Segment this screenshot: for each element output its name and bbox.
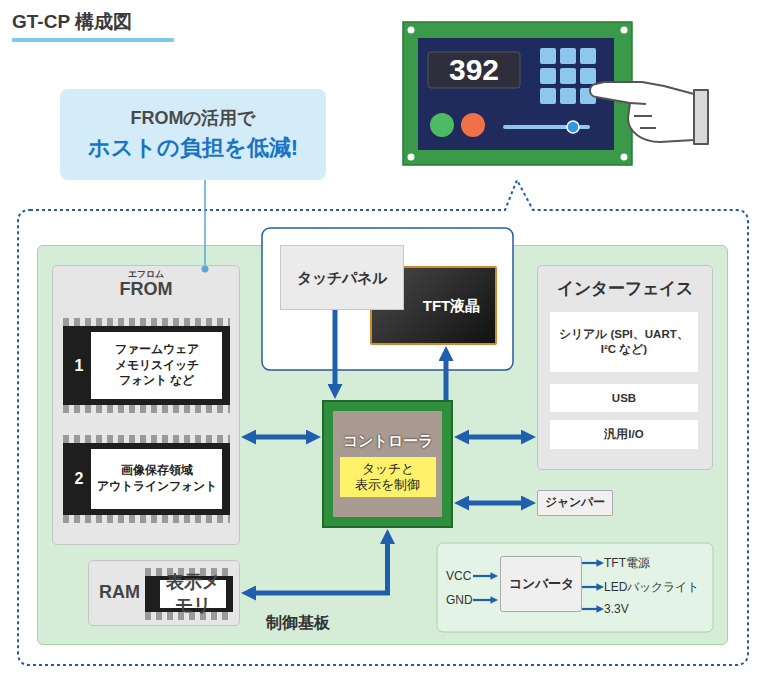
interface-box: インターフェイスシリアル (SPI、UART、I²C など) USB 汎用I/O <box>537 265 713 470</box>
node-title: シリアル (SPI、UART、I²C など) <box>553 327 695 357</box>
memory-chip: 2画像保存領域 アウトラインフォント <box>63 435 230 523</box>
interface-item: シリアル (SPI、UART、I²C など) <box>550 312 698 372</box>
title-underline <box>12 38 174 42</box>
callout-bubble: FROMの活用でホストの負担を低減! <box>60 89 326 180</box>
display-readout: 392 <box>428 52 520 88</box>
output-name: LEDバックライト <box>604 580 699 594</box>
data-arrow <box>466 501 524 506</box>
node-title: コンバータ <box>509 576 574 593</box>
node-body: 画像保存領域 アウトラインフォント <box>91 449 222 509</box>
from-box: エフロムFROM 1ファームウェア メモリスイッチ フォント など 2画像保存領域 … <box>52 265 240 545</box>
memory-chip: 1ファームウェア メモリスイッチ フォント など <box>63 318 230 413</box>
ram-box: RAM 表示メモリ <box>88 560 240 626</box>
signal-name: VCC <box>446 569 471 583</box>
node-title: 1 <box>71 357 87 375</box>
node-title: 汎用I/O <box>604 427 643 442</box>
signal-name: GND <box>446 593 473 607</box>
memory-chip: 表示メモリ <box>145 568 233 620</box>
output-name: TFT電源 <box>604 556 650 570</box>
node-title: FROMの活用で <box>131 107 256 130</box>
data-arrow <box>253 435 309 440</box>
touch-panel: タッチパネル <box>280 245 404 310</box>
node-title: USB <box>612 391 636 406</box>
data-arrow <box>466 435 524 440</box>
node-title: タッチパネル <box>297 268 387 288</box>
data-arrow <box>333 310 338 387</box>
node-title: コントローラ <box>343 431 433 451</box>
leader-line <box>204 180 206 265</box>
node-title: インターフェイス <box>557 278 693 300</box>
node-body: FROM <box>120 280 173 300</box>
node-title: TFT液晶 <box>423 296 481 316</box>
dotted-outline <box>18 180 748 665</box>
power-area <box>437 543 713 632</box>
node-title: RAM <box>99 581 140 604</box>
power-arrows <box>473 563 598 609</box>
interface-item: USB <box>550 384 698 412</box>
data-arrow <box>253 541 388 593</box>
display-unit-box <box>262 228 513 370</box>
converter-box: コンバータ <box>500 556 582 612</box>
page-title: GT-CP 構成図 <box>12 9 132 35</box>
node-title: 2 <box>71 470 87 488</box>
node-title: エフロム <box>128 270 164 280</box>
output-name: 3.3V <box>604 602 629 616</box>
pointing-hand <box>590 82 708 144</box>
node-body: ファームウェア メモリスイッチ フォント など <box>91 332 222 399</box>
jumper-box: ジャンパー <box>537 490 613 516</box>
leader-dot <box>202 266 209 273</box>
node-body: ホストの負担を低減! <box>88 134 298 163</box>
controller-chip: コントローラタッチと 表示を制御 <box>322 400 453 528</box>
interface-item: 汎用I/O <box>550 420 698 449</box>
node-title: 制御基板 <box>266 613 330 634</box>
node-body: タッチと 表示を制御 <box>340 457 436 498</box>
node-title: 表示メモリ <box>160 580 226 608</box>
node-title: ジャンパー <box>545 495 605 511</box>
data-arrow <box>444 358 449 400</box>
